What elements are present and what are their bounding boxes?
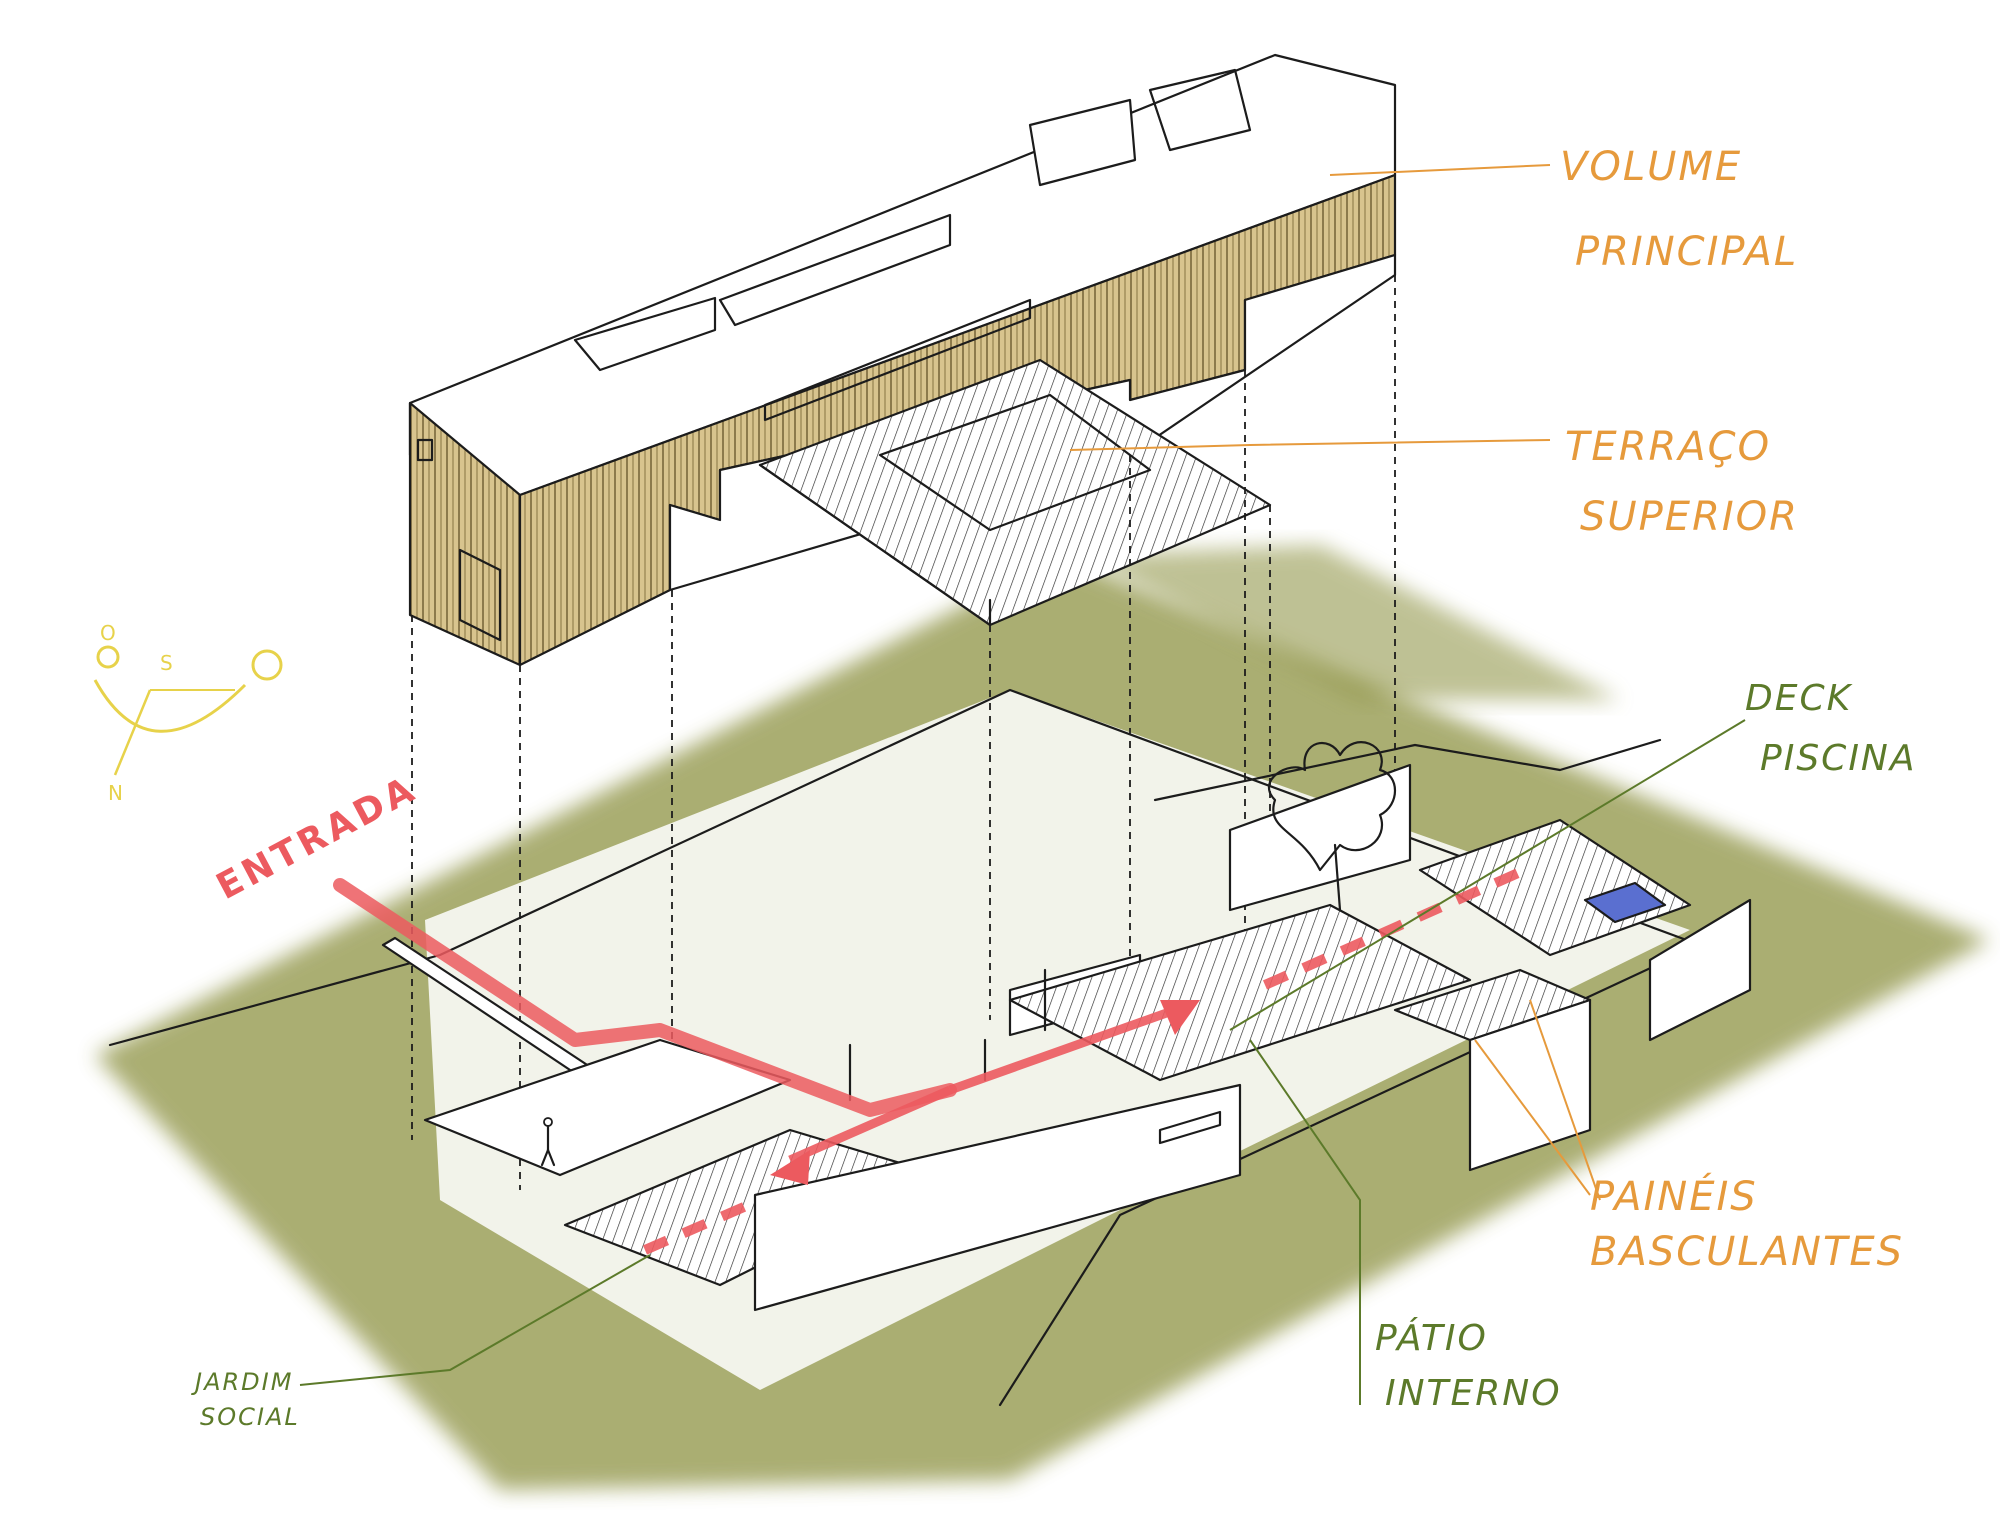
person-icon (540, 1117, 556, 1167)
label-jardim-social-2: SOCIAL (200, 1403, 300, 1431)
label-deck-piscina-1: DECK (1745, 678, 1853, 719)
label-terraco-superior-1: TERRAÇO (1565, 424, 1771, 470)
tree-icon (1267, 741, 1396, 912)
end-window-1 (416, 438, 434, 462)
front-wall-window (1158, 1110, 1222, 1145)
label-paineis-basculantes-2: BASCULANTES (1590, 1229, 1904, 1275)
end-door (458, 548, 502, 642)
patio-wall (1228, 763, 1412, 912)
compass-mark-o: O (100, 621, 116, 645)
entry-path (333, 865, 1528, 1255)
terrace-inner-frame (878, 393, 1152, 532)
compass-rose: O S N (93, 621, 283, 805)
pool-deck (1418, 818, 1692, 957)
roof-skylight-2 (718, 213, 952, 327)
label-patio-interno-1: PÁTIO (1375, 1317, 1488, 1359)
front-wall (753, 1083, 1242, 1312)
back-right-wall (1648, 898, 1752, 1042)
sun-icon (251, 649, 283, 681)
roof-box (1028, 98, 1137, 187)
path-arrow-down (770, 1150, 810, 1185)
roof-stair-opening (1148, 68, 1252, 152)
upper-terrace (758, 358, 1272, 627)
label-volume-principal-2: PRINCIPAL (1575, 229, 1798, 275)
projection-lines (411, 275, 1396, 1190)
facade-slot-window (763, 298, 1032, 422)
label-volume-principal-1: VOLUME (1560, 144, 1742, 190)
label-deck-piscina-2: PISCINA (1760, 738, 1917, 779)
path-arrow-up (1160, 1000, 1200, 1035)
leader-lines (299, 164, 1746, 1405)
compass-mark-s: S (160, 651, 173, 675)
label-patio-interno-2: INTERNO (1385, 1373, 1562, 1414)
label-paineis-basculantes-1: PAINÉIS (1590, 1172, 1758, 1220)
back-pool (1583, 881, 1667, 924)
label-entrada: ENTRADA (210, 768, 424, 908)
roof-skylight-1 (573, 296, 717, 372)
ground-wash-back (1085, 545, 1620, 700)
back-wall (1153, 738, 1662, 802)
pivot-block (1468, 998, 1592, 1172)
label-jardim-social-1: JARDIM (191, 1368, 293, 1396)
label-terraco-superior-2: SUPERIOR (1580, 494, 1799, 540)
compass-mark-n: N (108, 781, 123, 805)
